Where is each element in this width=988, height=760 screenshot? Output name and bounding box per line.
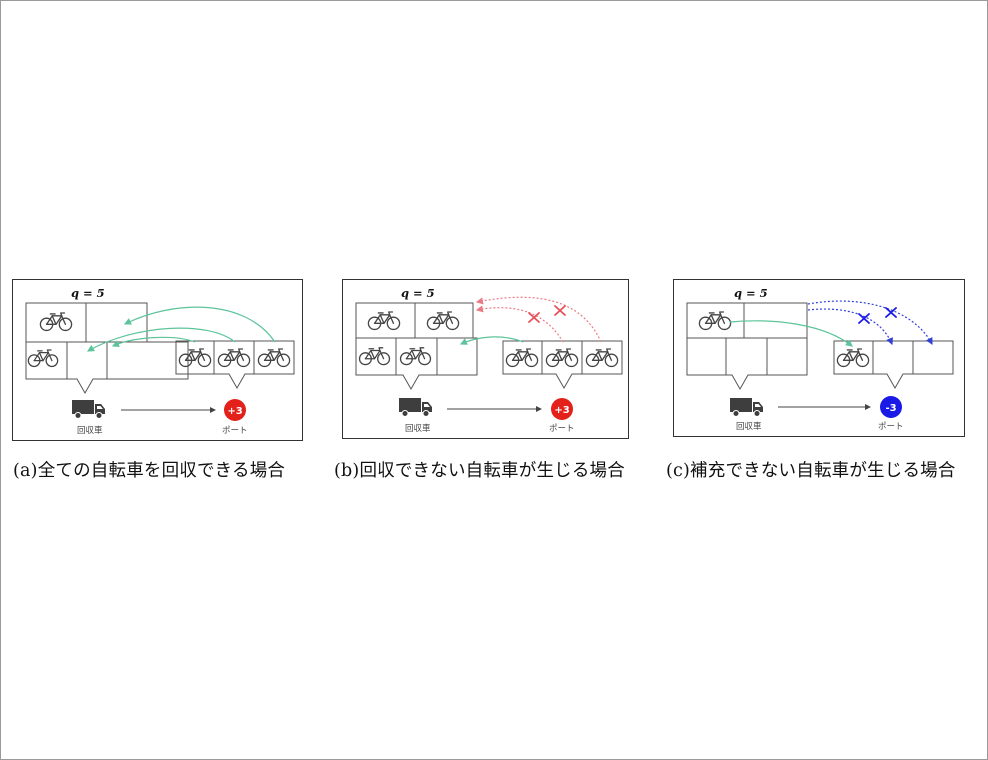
port-badge-text: +3 (227, 406, 242, 417)
truck-icon (399, 397, 433, 417)
transfer-arrow (459, 336, 524, 345)
bicycle-icon (836, 348, 870, 368)
bicycle-icon (257, 348, 291, 368)
truck-label: 回収車 (405, 423, 431, 434)
port-slots (175, 340, 295, 390)
failed-arrows (807, 300, 933, 346)
bicycle-icon (399, 347, 432, 366)
port-slots (502, 340, 623, 390)
bicycle-icon (698, 311, 732, 331)
panel-a-diagram: q = 5 回収車 +3 ポート (25, 286, 295, 436)
capacity-label: q = 5 (734, 286, 768, 300)
bicycle-icon (505, 348, 539, 368)
bicycle-icon (178, 348, 212, 368)
port-badge-text: +3 (554, 405, 569, 416)
port-label: ポート (878, 422, 904, 432)
cross-icon (858, 307, 897, 324)
capacity-label: q = 5 (401, 286, 435, 300)
bicycle-icon (217, 348, 251, 368)
port-label: ポート (549, 424, 575, 434)
port-badge (224, 399, 246, 421)
port-label: ポート (222, 426, 248, 436)
truck-label: 回収車 (77, 425, 103, 436)
truck-label: 回収車 (736, 421, 762, 432)
transfer-arrow (729, 320, 853, 347)
bicycle-icon (27, 349, 59, 368)
cross-icon (528, 305, 566, 323)
bicycle-icon (367, 311, 401, 331)
truck-icon (730, 397, 764, 417)
truck-storage (25, 302, 189, 395)
bicycle-icon (358, 347, 391, 366)
truck-storage (355, 302, 478, 391)
panel-b-diagram: q = 5 回収車 (355, 286, 623, 434)
bicycle-icon (545, 348, 579, 368)
panel-b: q = 5 回収車 (342, 279, 629, 439)
bicycle-icon (39, 312, 73, 332)
bicycle-icon (585, 348, 619, 368)
truck-icon (72, 399, 106, 419)
panel-c-diagram: q = 5 回収車 -3 ポート (686, 286, 954, 432)
port-badge (880, 396, 902, 418)
panel-c: q = 5 回収車 -3 ポート (673, 279, 965, 437)
truck-storage (686, 302, 808, 391)
panel-a: q = 5 回収車 +3 ポート (12, 279, 303, 441)
caption-a: (a)全ての自転車を回収できる場合 (13, 461, 286, 481)
failed-arrows (475, 296, 602, 343)
capacity-label: q = 5 (71, 286, 105, 300)
bicycle-icon (426, 311, 460, 331)
port-badge-text: -3 (885, 403, 896, 414)
port-badge (551, 398, 573, 420)
caption-b: (b)回収できない自転車が生じる場合 (334, 461, 625, 481)
caption-c: (c)補充できない自転車が生じる場合 (666, 461, 956, 481)
port-slots (833, 340, 954, 390)
transfer-arrows (86, 306, 276, 352)
